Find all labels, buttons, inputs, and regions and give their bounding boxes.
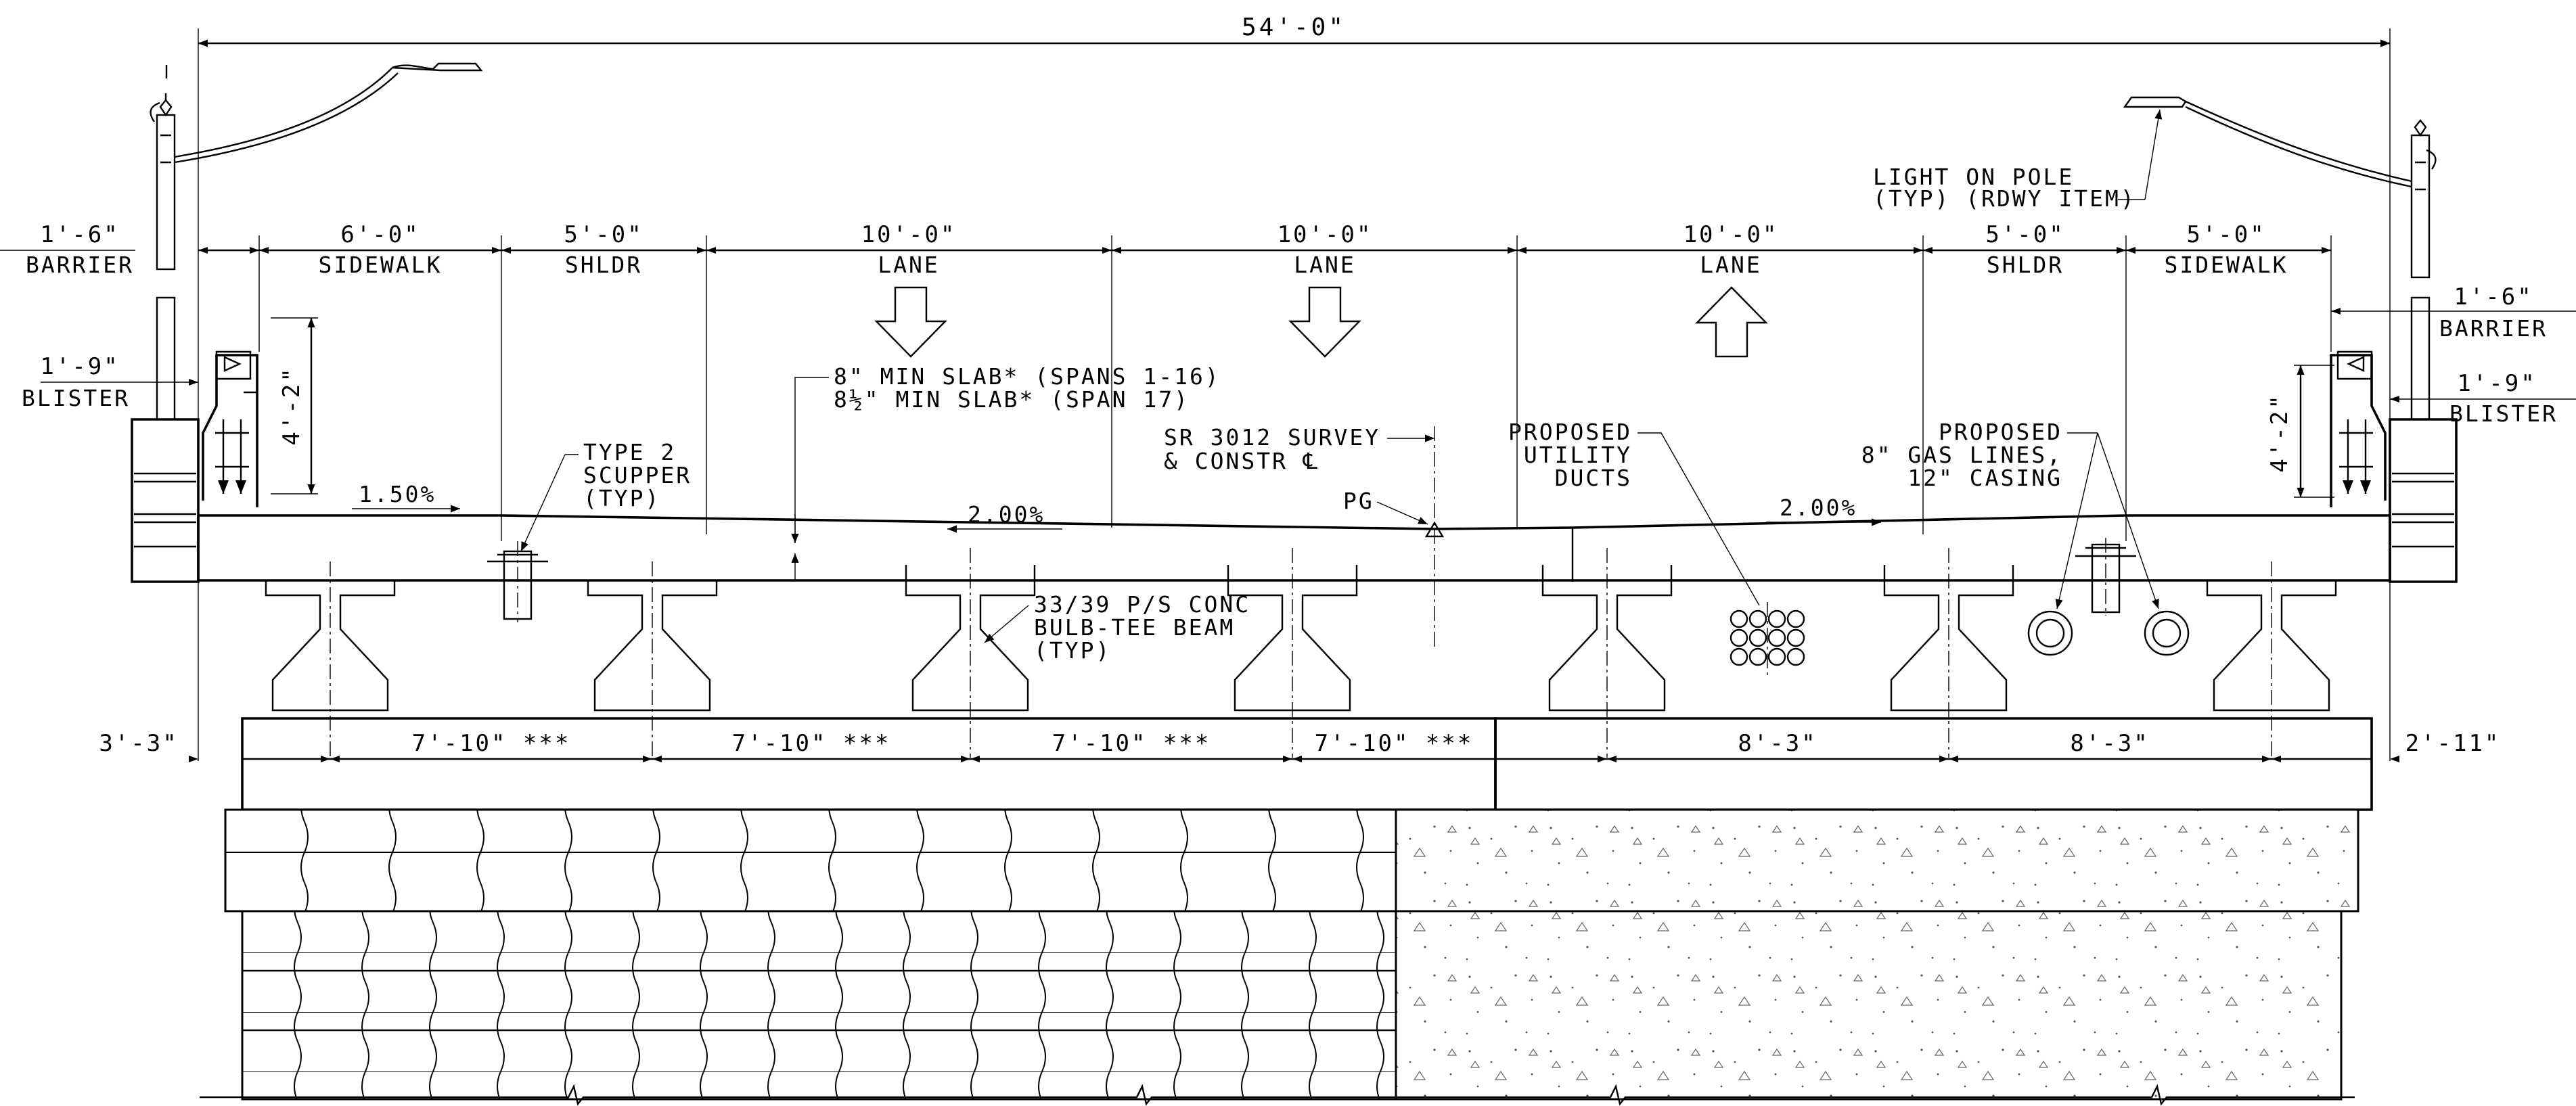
gas-lines (2027, 610, 2190, 656)
zone-dim-lane-2: 10'-0" (1278, 221, 1373, 248)
gas-line2: 8" GAS LINES, (1861, 442, 2062, 468)
slope-labels: 1.50% 2.00% 2.00% (352, 481, 1881, 533)
left-barrier-dimension: 1'-6" BARRIER 1'-9" BLISTER (0, 221, 198, 411)
utility-ducts (1730, 602, 1805, 676)
light-pole-left (150, 62, 483, 421)
slope-right-road: 2.00% (1780, 494, 1857, 521)
pier-cap: 3'-3" 2'-11" 7'-10" *** 7'-10" *** 7'-10… (99, 717, 2501, 811)
beam-2 (587, 561, 718, 758)
survey-line2: & CONSTR ℄ (1164, 448, 1319, 474)
zone-label-shoulder-right: SHLDR (1987, 252, 2064, 278)
light-pole-note-line2: (TYP) (RDWY ITEM) (1873, 185, 2136, 212)
scupper-note: TYPE 2 SCUPPER (TYP) (520, 439, 692, 552)
right-barrier-dim: 1'-6" (2454, 283, 2533, 310)
zone-dim-shoulder-left: 5'-0" (564, 221, 643, 248)
light-pole-right: LIGHT ON POLE (TYP) (RDWY ITEM) (1873, 96, 2437, 421)
pier-masonry (224, 808, 1397, 1101)
arrow-down-lane-1 (874, 286, 947, 358)
slab-note-line2: 8½" MIN SLAB* (SPAN 17) (834, 386, 1190, 413)
utility-line3: DUCTS (1555, 465, 1632, 491)
beam-line2: BULB-TEE BEAM (1034, 614, 1235, 641)
zone-label-sidewalk-right: SIDEWALK (2165, 252, 2288, 278)
scupper-line3: (TYP) (583, 485, 660, 511)
zone-label-shoulder-left: SHLDR (565, 252, 642, 278)
beam-spacing-2: 7'-10" *** (732, 730, 891, 757)
scupper-line1: TYPE 2 (583, 439, 676, 465)
arrow-up-lane-3 (1695, 286, 1768, 358)
zone-dim-lane-3: 10'-0" (1684, 221, 1779, 248)
pg-label: PG (1343, 488, 1374, 514)
traffic-arrows (874, 286, 1768, 358)
beam-7 (2206, 561, 2337, 758)
left-blister-label: BLISTER (22, 385, 130, 411)
overall-width-label: 54'-0" (1242, 14, 1346, 41)
right-blister-dim: 1'-9" (2457, 370, 2536, 397)
gas-line3: 12" CASING (1907, 465, 2062, 491)
top-zone-dimensions: 6'-0" SIDEWALK 5'-0" SHLDR 10'-0" LANE 1… (198, 221, 2332, 541)
scupper-right (2075, 538, 2136, 616)
zone-dim-lane-1: 10'-0" (861, 221, 957, 248)
beam-3 (905, 548, 1036, 758)
arrow-down-lane-2 (1288, 286, 1361, 358)
zone-dim-sidewalk-left: 6'-0" (340, 221, 420, 248)
beam-5 (1541, 548, 1673, 758)
zone-dim-sidewalk-right: 5'-0" (2186, 221, 2265, 248)
beam-spacing-1: 7'-10" *** (412, 730, 571, 757)
scupper-line2: SCUPPER (583, 462, 692, 488)
zone-label-lane-1: LANE (878, 252, 939, 278)
deck-slab (197, 514, 2391, 582)
parapet-height-right: 4'-2" (2266, 393, 2293, 472)
slab-note: 8" MIN SLAB* (SPANS 1-16) 8½" MIN SLAB* … (791, 363, 1221, 580)
ground-line (200, 1084, 2355, 1106)
utility-note: PROPOSED UTILITY DUCTS (1508, 419, 1760, 606)
zone-label-lane-3: LANE (1700, 252, 1761, 278)
left-offset-dim: 3'-3" (99, 730, 178, 757)
survey-centerline: SR 3012 SURVEY & CONSTR ℄ PG (1164, 424, 1445, 649)
beam-1 (265, 561, 396, 758)
beam-line1: 33/39 P/S CONC (1034, 591, 1250, 618)
overall-dimension: 54'-0" (198, 14, 2391, 761)
beam-spacing-3: 7'-10" *** (1052, 730, 1211, 757)
beam-spacing-6: 8'-3" (2070, 730, 2149, 757)
pier-concrete (1395, 808, 2359, 1101)
beam-spacing-4: 7'-10" *** (1315, 730, 1474, 757)
zone-label-sidewalk-left: SIDEWALK (319, 252, 443, 278)
right-barrier-label: BARRIER (2439, 315, 2548, 342)
left-barrier-label: BARRIER (26, 252, 134, 278)
gas-note: PROPOSED 8" GAS LINES, 12" CASING (1861, 419, 2159, 609)
beam-line3: (TYP) (1034, 637, 1111, 664)
scupper-left (487, 541, 548, 622)
slope-left-road: 2.00% (968, 501, 1045, 528)
survey-line1: SR 3012 SURVEY (1164, 424, 1380, 451)
left-barrier-dim: 1'-6" (40, 221, 119, 248)
utility-line2: UTILITY (1524, 442, 1632, 468)
barrier-left: 4'-2" (131, 317, 318, 583)
right-offset-dim: 2'-11" (2405, 730, 2501, 757)
beam-4 (1227, 548, 1358, 758)
zone-dim-shoulder-right: 5'-0" (1985, 221, 2064, 248)
utility-line1: PROPOSED (1508, 419, 1632, 445)
parapet-height-left: 4'-2" (278, 366, 305, 445)
right-barrier-dimension: 1'-6" BARRIER 1'-9" BLISTER (2331, 283, 2576, 427)
barrier-right: 4'-2" (2266, 350, 2458, 583)
beam-6 (1883, 548, 2014, 758)
slope-left-sidewalk: 1.50% (359, 481, 436, 507)
beam-note: 33/39 P/S CONC BULB-TEE BEAM (TYP) (984, 591, 1250, 664)
left-blister-dim: 1'-9" (40, 353, 119, 380)
right-blister-label: BLISTER (2449, 400, 2558, 427)
gas-line1: PROPOSED (1939, 419, 2062, 445)
slab-note-line1: 8" MIN SLAB* (SPANS 1-16) (834, 363, 1221, 390)
beam-spacing-5: 8'-3" (1738, 730, 1817, 757)
zone-label-lane-2: LANE (1294, 252, 1355, 278)
bulb-tee-beams (265, 548, 2337, 758)
light-pole-note-line1: LIGHT ON POLE (1873, 164, 2074, 190)
